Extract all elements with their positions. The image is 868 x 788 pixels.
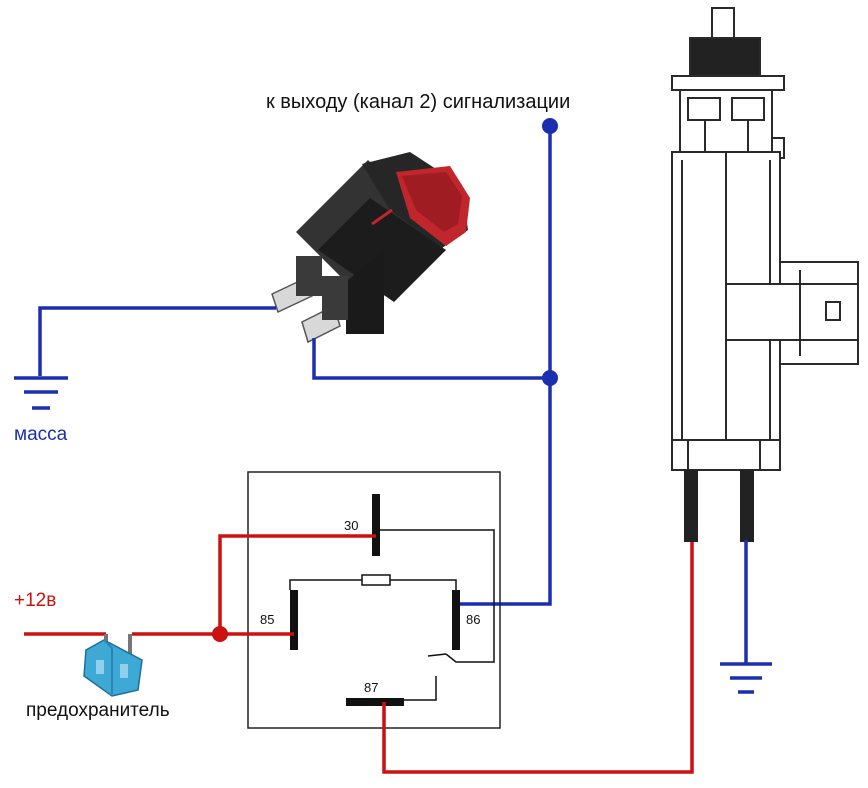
junction-dot: [542, 370, 558, 386]
relay-pin-30-label: 30: [344, 518, 358, 533]
blue-wires: [38, 126, 748, 664]
door-lock-actuator: [671, 7, 859, 542]
red-junction-dot: [212, 626, 228, 642]
fuse-icon: [83, 634, 143, 697]
alarm-output-terminal: [542, 118, 558, 134]
alarm-output-label: к выходу (канал 2) сигнализации: [266, 91, 570, 113]
relay-box: [247, 471, 501, 729]
relay-pin-86-label: 86: [466, 612, 480, 627]
relay-pin-87-label: 87: [364, 680, 378, 695]
ground-symbol-actuator: [720, 662, 772, 694]
fuse-label: предохранитель: [26, 700, 170, 721]
push-button-switch: [271, 152, 470, 344]
ground-symbol: [14, 376, 68, 410]
plus12-label: +12в: [14, 590, 56, 611]
ground-label: масса: [14, 424, 68, 445]
relay-pin-85-label: 85: [260, 612, 274, 627]
